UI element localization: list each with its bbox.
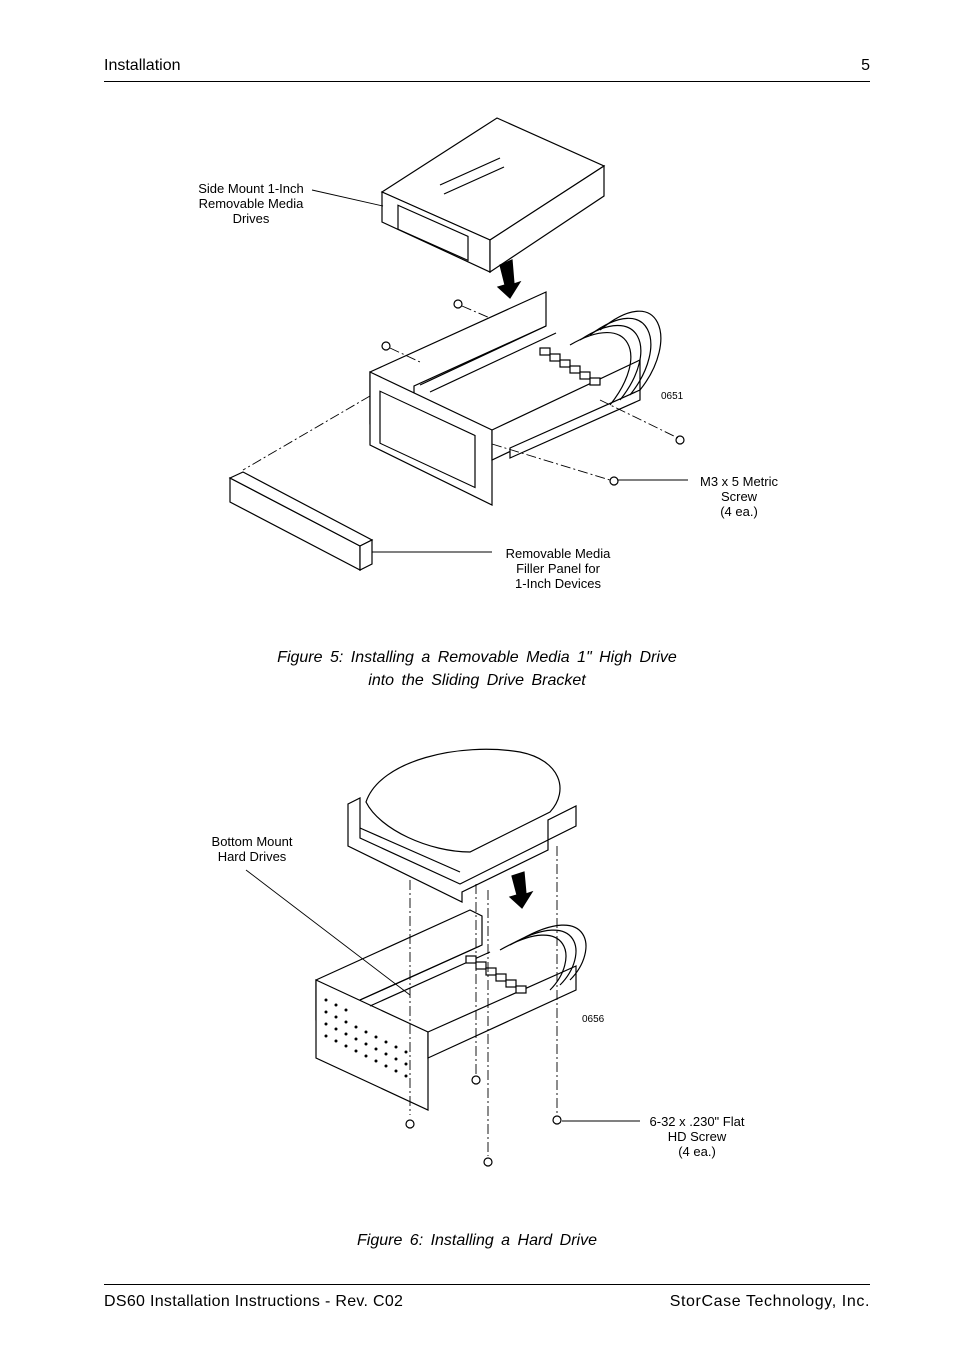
filler-panel	[228, 471, 374, 571]
callout-line: (4 ea.)	[678, 1144, 716, 1159]
hd-bracket	[315, 909, 587, 1111]
drawing-code-fig6: 0656	[582, 1014, 605, 1025]
callout-line: Removable Media	[198, 196, 304, 211]
sliding-bracket	[369, 291, 662, 506]
figure-5-caption: Figure 5: Installing a Removable Media 1…	[0, 646, 954, 692]
page-footer: DS60 Installation Instructions - Rev. C0…	[104, 1284, 870, 1310]
down-arrow	[508, 871, 534, 909]
callout-line: Drives	[232, 211, 270, 226]
page-header: Installation 5	[104, 57, 870, 82]
caption-line: into the Sliding Drive Bracket	[368, 672, 586, 689]
document-title: DS60 Installation Instructions - Rev. C0…	[104, 1293, 404, 1310]
callout-drive-fig5: Side Mount 1-Inch Removable Media Drives	[180, 181, 322, 226]
page-number: 5	[861, 57, 870, 74]
callout-line: Bottom Mount	[211, 834, 293, 849]
callout-line: Filler Panel for	[516, 561, 600, 576]
down-arrow	[496, 259, 522, 299]
callout-line: Hard Drives	[217, 849, 287, 864]
section-title: Installation	[104, 57, 181, 74]
callout-line: Side Mount 1-Inch	[198, 181, 304, 196]
company-name: StorCase Technology, Inc.	[669, 1293, 870, 1310]
drawing-code-fig5: 0651	[661, 391, 684, 402]
hard-drive	[347, 748, 577, 903]
caption-line: Figure 6: Installing a Hard Drive	[357, 1232, 597, 1249]
removable-drive	[380, 117, 606, 274]
callout-drive-fig6: Bottom Mount Hard Drives	[196, 834, 308, 864]
figure-5-drawing	[228, 117, 688, 571]
callout-screw-fig6: 6-32 x .230" Flat HD Screw (4 ea.)	[638, 1114, 756, 1159]
caption-line: Figure 5: Installing a Removable Media 1…	[277, 649, 677, 666]
callout-line: Screw	[720, 489, 758, 504]
callout-line: 1-Inch Devices	[515, 576, 601, 591]
callout-line: HD Screw	[667, 1129, 727, 1144]
figure-6-drawing	[245, 748, 640, 1167]
figure-6-caption: Figure 6: Installing a Hard Drive	[0, 1229, 954, 1252]
callout-line: M3 x 5 Metric	[699, 474, 778, 489]
callout-line: (4 ea.)	[720, 504, 758, 519]
callout-panel-fig5: Removable Media Filler Panel for 1-Inch …	[492, 546, 624, 591]
callout-line: 6-32 x .230" Flat	[649, 1114, 745, 1129]
callout-screw-fig5: M3 x 5 Metric Screw (4 ea.)	[686, 474, 792, 519]
callout-line: Removable Media	[505, 546, 611, 561]
